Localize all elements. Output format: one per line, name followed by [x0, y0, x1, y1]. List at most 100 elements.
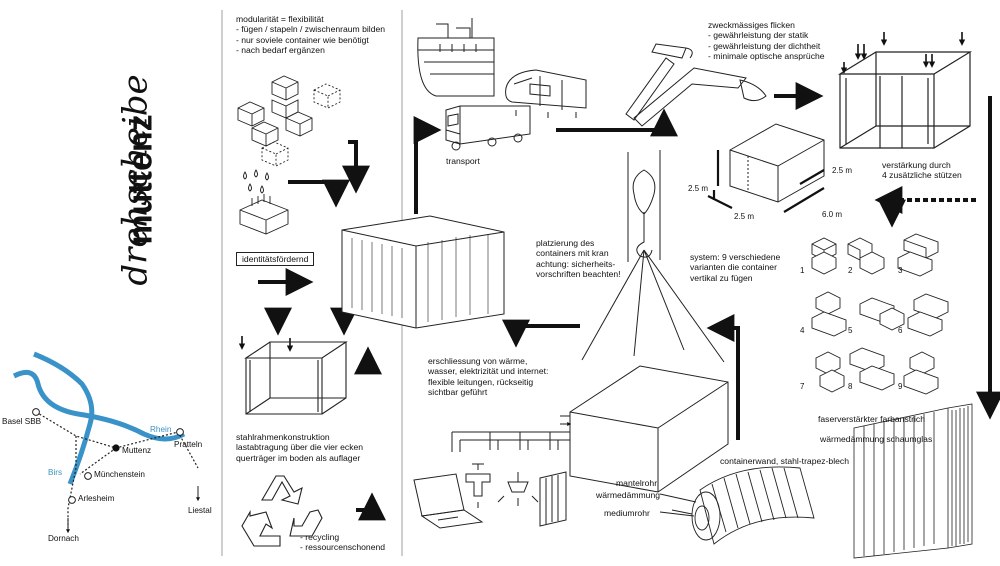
repair-point: - minimale optische ansprüche [708, 51, 825, 62]
variant-shape [811, 237, 837, 275]
station-basel [32, 408, 40, 416]
map-label-birs: Birs [48, 468, 63, 477]
shipping-container-illustration [341, 215, 505, 329]
title-block: drehscheibe muttenz [70, 74, 190, 290]
dimension-height: 2.5 m [688, 184, 709, 193]
variant-number: 2 [848, 266, 853, 275]
crane-note: platzierung des containers mit kran acht… [536, 238, 621, 280]
map-label-arlesheim: Arlesheim [78, 494, 115, 503]
dimension-length: 6.0 m [822, 210, 843, 219]
faucet-icon [465, 463, 491, 508]
modularity-note: modularität = flexibilität - fügen / sta… [236, 14, 385, 56]
variant-shape [897, 233, 939, 277]
crane-note-line: platzierung des [536, 238, 595, 248]
recycling-icon [241, 475, 323, 547]
identity-module-icon [239, 194, 289, 235]
station-pratteln [176, 428, 184, 436]
transport-label: transport [446, 156, 480, 166]
system-note-line: varianten die container [690, 262, 777, 273]
train-illustration [505, 69, 587, 118]
small-down-arrows [238, 336, 294, 352]
dimension-depth: 2.5 m [832, 166, 853, 175]
modularity-point: - nur soviele container wie benötigt [236, 34, 369, 45]
steel-frame-note: stahlrahmenkonstruktion lastabtragung üb… [236, 432, 363, 463]
dashed-arrows [874, 186, 976, 228]
radiator-icon [539, 471, 567, 527]
map-label-liestal: Liestal [188, 506, 212, 515]
laptop-icon [413, 473, 484, 529]
modularity-point: - nach bedarf ergänzen [236, 45, 325, 56]
utilities-line: sichtbar geführt [428, 387, 488, 398]
modularity-point: - fügen / stapeln / zwischenraum bilden [236, 24, 386, 35]
utilities-line: flexible leitungen, rückseitig [428, 376, 534, 387]
utilities-line: erschliessung von wärme, [428, 356, 528, 366]
steel-frame-line: querträger im boden als auflager [236, 452, 361, 463]
dimension-width: 2.5 m [734, 212, 755, 221]
wall-label-wall: containerwand, stahl-trapez-blech [720, 456, 849, 466]
hammer-saw-illustration [625, 43, 767, 127]
variant-number: 8 [848, 382, 853, 391]
reinforced-frame-illustration [837, 51, 973, 149]
steel-frame-heading: stahlrahmenkonstruktion [236, 432, 330, 442]
flow-arrows-left [258, 140, 386, 521]
repair-heading: zweckmässiges flicken [708, 20, 795, 30]
title-muttenz: muttenz [121, 114, 160, 245]
dimension-lines [707, 150, 825, 213]
repair-note: zweckmässiges flicken - gewährleistung d… [708, 20, 825, 62]
ship-illustration [417, 18, 495, 97]
map-label-pratteln: Pratteln [174, 440, 203, 449]
station-muenchenstein [84, 472, 92, 480]
variant-shape [811, 291, 847, 337]
utilities-note: erschliessung von wärme, wasser, elektri… [428, 356, 548, 398]
truck-illustration [445, 105, 531, 151]
flow-arrows-middle [413, 82, 1000, 440]
variant-number: 4 [800, 326, 805, 335]
pipe-label-insulation: wärmedämmung [596, 490, 660, 500]
map-label-muenchenstein: Münchenstein [94, 470, 145, 479]
variant-number: 6 [898, 326, 903, 335]
system-note-line: vertikal zu fügen [690, 272, 753, 283]
region-map [12, 351, 200, 534]
container-variants [811, 233, 949, 395]
reinforcement-note: verstärkung durch 4 zusätzliche stützen [882, 160, 962, 181]
container-dimension-drawing [729, 123, 825, 203]
wall-layers-illustration [853, 403, 973, 559]
variant-number: 7 [800, 382, 805, 391]
variant-number: 5 [848, 326, 853, 335]
map-label-basel: Basel SBB [2, 417, 42, 426]
utility-lines [451, 415, 570, 452]
wall-label-paint: faserverstärkter farbanstrich [818, 414, 925, 424]
load-arrows [840, 32, 966, 74]
system-note-line: system: 9 verschiedene [690, 252, 781, 262]
reinforcement-line: 4 zusätzliche stützen [882, 170, 962, 181]
recycling-point: - recycling [300, 532, 340, 542]
insulated-pipe-illustration [659, 466, 815, 545]
map-label-muttenz: Muttenz [122, 446, 152, 455]
repair-point: - gewährleistung der dichtheit [708, 40, 821, 51]
modularity-heading: modularität = flexibilität [236, 14, 324, 24]
repair-point: - gewährleistung der statik [708, 30, 809, 41]
steel-frame-illustration [244, 341, 348, 415]
pipe-label-jacket: mantelrohr [616, 478, 658, 488]
utilities-line: wasser, elektrizität und internet: [428, 366, 549, 377]
reinforcement-line: verstärkung durch [882, 160, 951, 170]
variant-shape [903, 351, 939, 395]
wall-label-insulation: wärmedämmung schaumglas [820, 434, 933, 444]
variant-number: 1 [800, 266, 805, 275]
variant-number: 9 [898, 382, 903, 391]
recycling-note: - recycling - ressourcenschonend [300, 532, 385, 553]
variant-shape [849, 347, 895, 391]
river-birs [33, 351, 95, 485]
variant-number: 3 [898, 266, 903, 275]
modular-boxes-illustration [237, 75, 341, 167]
recycling-point: - ressourcenschonend [300, 542, 386, 553]
rain-drops-icon [243, 169, 269, 194]
variant-shape [847, 237, 885, 275]
map-label-rhein: Rhein [150, 425, 172, 434]
crane-note-line: achtung: sicherheits- [536, 258, 616, 269]
crane-note-line: vorschriften beachten! [536, 269, 621, 280]
variant-shape [907, 293, 949, 337]
crane-note-line: containers mit kran [536, 248, 609, 259]
variant-shape [815, 351, 845, 393]
